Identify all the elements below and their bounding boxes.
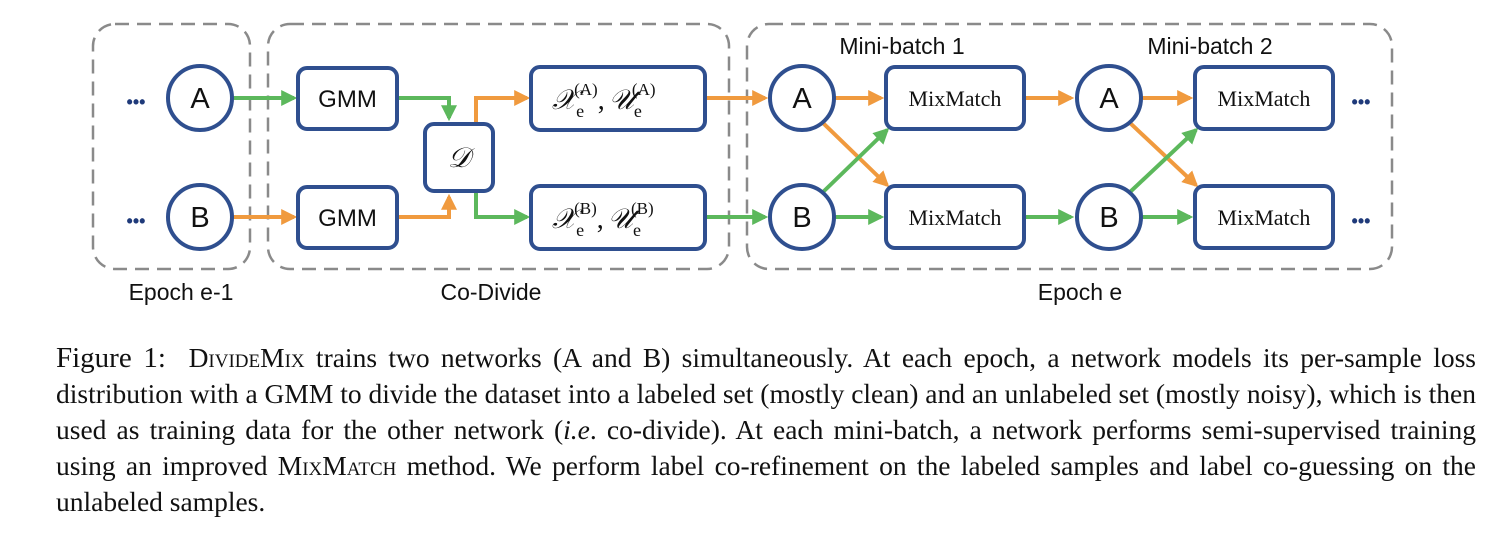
svg-text:A: A <box>1099 83 1119 115</box>
svg-text:B: B <box>190 202 209 234</box>
arrow-gmm-top-to-divide <box>397 96 457 122</box>
node-net-a-mb1: A <box>768 64 836 132</box>
node-divide: 𝒟 <box>423 122 495 193</box>
figure-caption: Figure 1: DivideMix trains two networks … <box>56 340 1476 520</box>
arrow-divide-to-set-a <box>474 90 531 124</box>
label-epoch-cur: Epoch e <box>1038 279 1122 305</box>
dividemix-diagram: Epoch e-1 Co-Divide Epoch e Mini-batch 1… <box>91 22 1394 305</box>
svg-text:MixMatch: MixMatch <box>909 86 1002 111</box>
arrow-gmm-bottom-to-divide <box>397 193 457 219</box>
caption-ie: i.e <box>563 414 590 445</box>
svg-text:𝒳e(B),𝒰e(B): 𝒳e(B),𝒰e(B) <box>552 199 654 240</box>
arrow-b1-to-mm1-top <box>820 127 890 195</box>
group-codivide <box>266 22 731 271</box>
node-net-b-mb2: B <box>1075 183 1143 251</box>
label-minibatch-2: Mini-batch 2 <box>1147 33 1272 59</box>
node-net-a-mb2: A <box>1075 64 1143 132</box>
svg-text:MixMatch: MixMatch <box>1218 205 1311 230</box>
method-name-2: MixMatch <box>277 450 397 481</box>
figure-label: Figure 1: <box>56 342 166 374</box>
ellipsis-right-bottom: ••• <box>1352 211 1371 231</box>
node-sets-b: 𝒳e(B),𝒰e(B) <box>529 184 707 251</box>
node-net-a-prev: A <box>166 64 234 132</box>
arrow-a2-to-mm2-bottom <box>1127 120 1199 188</box>
svg-text:GMM: GMM <box>318 86 377 113</box>
caption-part1: trains two networks (A and B) simultaneo… <box>56 342 1476 445</box>
svg-text:A: A <box>792 83 812 115</box>
svg-text:A: A <box>190 83 210 115</box>
node-gmm-top: GMM <box>296 66 399 131</box>
node-mixmatch-mb2-top: MixMatch <box>1193 65 1335 131</box>
node-net-b-mb1: B <box>768 183 836 251</box>
node-mixmatch-mb1-bottom: MixMatch <box>884 184 1026 250</box>
svg-text:𝒳e(A),𝒰e(A): 𝒳e(A),𝒰e(A) <box>552 80 656 121</box>
label-codivide: Co-Divide <box>441 279 542 305</box>
arrows <box>233 90 1199 225</box>
svg-text:MixMatch: MixMatch <box>1218 86 1311 111</box>
ellipsis-left-top: ••• <box>127 92 146 112</box>
label-epoch-prev: Epoch e-1 <box>129 279 234 305</box>
node-gmm-bottom: GMM <box>296 185 399 250</box>
node-mixmatch-mb2-bottom: MixMatch <box>1193 184 1335 250</box>
node-mixmatch-mb1-top: MixMatch <box>884 65 1026 131</box>
group-epoch-cur <box>745 22 1394 271</box>
method-name: DivideMix <box>188 342 305 373</box>
group-epoch-prev <box>91 22 252 271</box>
ellipsis-left-bottom: ••• <box>127 211 146 231</box>
arrow-b2-to-mm2-top <box>1127 127 1199 195</box>
caption-part3: method. We perform label co-refinement o… <box>56 450 1476 517</box>
node-net-b-prev: B <box>166 183 234 251</box>
caption-part2: . co-divide). At each mini-batch, a netw… <box>56 414 1476 481</box>
ellipsis-right-top: ••• <box>1352 92 1371 112</box>
label-minibatch-1: Mini-batch 1 <box>839 33 964 59</box>
svg-text:GMM: GMM <box>318 205 377 232</box>
arrow-divide-to-set-b <box>474 191 531 225</box>
arrow-a1-to-mm1-bottom <box>820 120 890 188</box>
svg-text:MixMatch: MixMatch <box>909 205 1002 230</box>
svg-text:B: B <box>792 202 811 234</box>
svg-text:B: B <box>1099 202 1118 234</box>
node-sets-a: 𝒳e(A),𝒰e(A) <box>529 65 707 132</box>
